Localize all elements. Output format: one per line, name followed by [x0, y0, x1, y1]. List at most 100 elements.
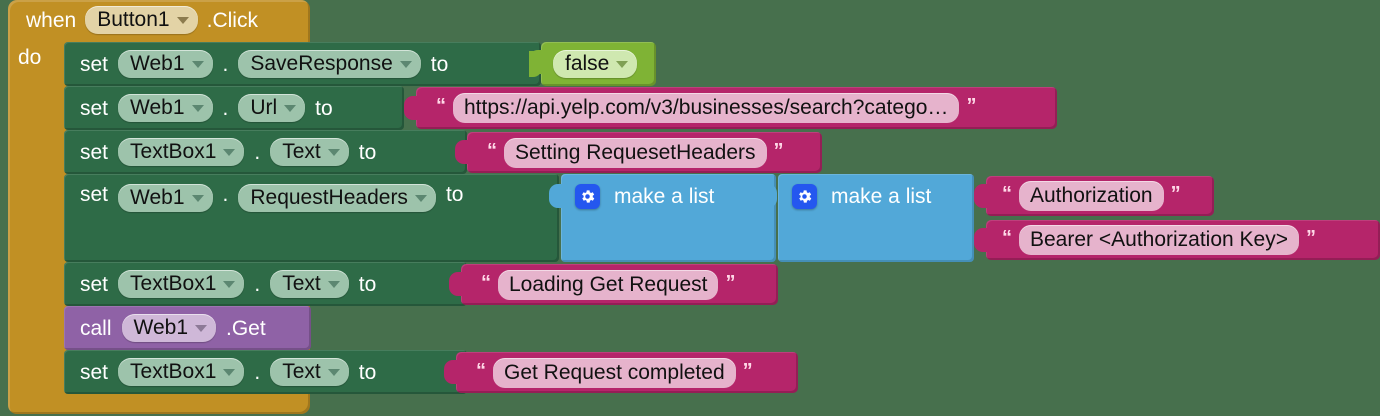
chevron-down-icon[interactable] — [223, 369, 236, 376]
text-block-inner: “ Authorization ” — [986, 176, 1181, 216]
set-web1-requestheaders-row: set Web1 . RequestHeaders to — [64, 174, 463, 228]
boolean-dropdown[interactable]: false — [553, 50, 638, 78]
component-dropdown-web1[interactable]: Web1 — [121, 314, 216, 342]
quote-close-icon: ” — [966, 95, 977, 117]
text-authorization-block[interactable]: “ Authorization ” — [974, 176, 1214, 216]
text-value-field[interactable]: Authorization — [1019, 181, 1164, 211]
component-dropdown-web1[interactable]: Web1 — [118, 184, 213, 212]
quote-open-icon: “ — [436, 95, 446, 117]
component-label: TextBox1 — [130, 360, 217, 383]
property-dropdown-text[interactable]: Text — [270, 270, 349, 298]
text-get-request-completed-block[interactable]: “ Get Request completed ” — [444, 352, 798, 393]
dot-separator: . — [222, 183, 229, 206]
set-keyword: set — [80, 96, 109, 120]
text-value-field[interactable]: Get Request completed — [493, 357, 736, 388]
set-web1-saveresponse-row: set Web1 . SaveResponse to — [64, 42, 448, 86]
chevron-down-icon[interactable] — [414, 195, 427, 202]
set-keyword: set — [80, 183, 109, 206]
plug-tab — [404, 96, 417, 120]
chevron-down-icon[interactable] — [223, 149, 236, 156]
text-block-inner: “ Bearer <Authorization Key> ” — [986, 220, 1316, 260]
chevron-down-icon[interactable] — [327, 369, 340, 376]
property-dropdown-saveresponse[interactable]: SaveResponse — [238, 50, 421, 78]
to-keyword: to — [430, 52, 449, 76]
text-block-inner: “ Setting RequesetHeaders ” — [467, 132, 784, 173]
chevron-down-icon[interactable] — [223, 281, 236, 288]
chevron-down-icon[interactable] — [191, 61, 204, 68]
component-dropdown-textbox1[interactable]: TextBox1 — [118, 358, 245, 386]
text-url-block[interactable]: “ https://api.yelp.com/v3/businesses/sea… — [404, 87, 1057, 129]
dot-separator: . — [254, 272, 261, 296]
component-label: Web1 — [130, 52, 185, 75]
property-dropdown-requestheaders[interactable]: RequestHeaders — [238, 184, 436, 212]
text-value-field[interactable]: Bearer <Authorization Key> — [1019, 225, 1299, 255]
to-keyword: to — [358, 360, 377, 384]
property-label: Text — [282, 272, 321, 295]
quote-close-icon: ” — [725, 271, 736, 294]
text-value-field[interactable]: Setting RequesetHeaders — [504, 137, 767, 168]
component-dropdown-textbox1[interactable]: TextBox1 — [118, 270, 245, 298]
property-dropdown-url[interactable]: Url — [238, 94, 306, 122]
method-name: .Get — [226, 316, 266, 340]
when-component-dropdown[interactable]: Button1 — [85, 6, 198, 34]
text-value-field[interactable]: Loading Get Request — [498, 269, 719, 300]
property-label: Text — [282, 360, 321, 383]
plug-tab — [549, 184, 562, 208]
text-loading-get-request-block[interactable]: “ Loading Get Request ” — [449, 264, 778, 305]
property-dropdown-text[interactable]: Text — [270, 358, 349, 386]
chevron-down-icon[interactable] — [191, 195, 204, 202]
component-dropdown-textbox1[interactable]: TextBox1 — [118, 138, 245, 166]
chevron-down-icon[interactable] — [191, 105, 204, 112]
to-keyword: to — [358, 140, 377, 164]
chevron-down-icon[interactable] — [284, 105, 297, 112]
block-notch — [86, 394, 116, 402]
quote-close-icon: ” — [1306, 227, 1316, 249]
when-block-header[interactable]: when Button1 .Click — [8, 0, 328, 40]
text-bearer-key-block[interactable]: “ Bearer <Authorization Key> ” — [974, 220, 1380, 260]
set-web1-requestheaders-block[interactable]: set Web1 . RequestHeaders to — [64, 174, 559, 270]
set-textbox1-text-block-3[interactable]: set TextBox1 . Text to — [64, 350, 467, 402]
chevron-down-icon[interactable] — [327, 149, 340, 156]
set-textbox1-text-block-1[interactable]: set TextBox1 . Text to — [64, 130, 467, 182]
when-block-notch — [86, 38, 112, 45]
outer-make-a-list-block[interactable]: make a list — [549, 174, 777, 262]
set-textbox1-text-block-2[interactable]: set TextBox1 . Text to — [64, 262, 467, 314]
property-dropdown-text[interactable]: Text — [270, 138, 349, 166]
text-block-inner: “ Get Request completed ” — [456, 352, 753, 393]
text-setting-requesetheaders-block[interactable]: “ Setting RequesetHeaders ” — [455, 132, 822, 173]
outer-list-header: make a list — [561, 174, 714, 218]
text-block-inner: “ https://api.yelp.com/v3/businesses/sea… — [416, 87, 976, 129]
when-component-label: Button1 — [97, 8, 170, 31]
plug-tab — [449, 272, 462, 296]
component-dropdown-web1[interactable]: Web1 — [118, 50, 213, 78]
component-dropdown-web1[interactable]: Web1 — [118, 94, 213, 122]
dot-separator: . — [222, 52, 229, 76]
quote-open-icon: “ — [481, 271, 491, 294]
inner-list-label: make a list — [831, 184, 932, 208]
plug-tab — [974, 184, 987, 208]
set-web1-saveresponse-block[interactable]: set Web1 . SaveResponse to — [64, 42, 542, 94]
component-label: TextBox1 — [130, 272, 217, 295]
inner-make-a-list-block[interactable]: make a list — [778, 174, 974, 262]
chevron-down-icon[interactable] — [176, 17, 189, 24]
property-label: Text — [282, 140, 321, 163]
chevron-down-icon[interactable] — [195, 325, 207, 332]
text-value-field[interactable]: https://api.yelp.com/v3/businesses/searc… — [453, 93, 960, 123]
gear-icon[interactable] — [575, 183, 600, 209]
quote-open-icon: “ — [476, 359, 486, 382]
list-item-socket — [765, 184, 777, 208]
do-keyword: do — [18, 45, 42, 69]
to-keyword: to — [445, 183, 464, 206]
chevron-down-icon[interactable] — [616, 61, 629, 68]
quote-open-icon: “ — [1002, 183, 1012, 205]
to-keyword: to — [358, 272, 377, 296]
chevron-down-icon[interactable] — [327, 281, 340, 288]
call-web1-get-block[interactable]: call Web1 .Get — [64, 306, 311, 358]
chevron-down-icon[interactable] — [399, 61, 412, 68]
set-web1-url-block[interactable]: set Web1 . Url to — [64, 86, 404, 138]
gear-icon[interactable] — [792, 183, 817, 209]
when-event-name: .Click — [206, 8, 258, 32]
false-boolean-block[interactable]: false — [529, 42, 656, 86]
set-textbox1-text-row-3: set TextBox1 . Text to — [64, 350, 376, 394]
